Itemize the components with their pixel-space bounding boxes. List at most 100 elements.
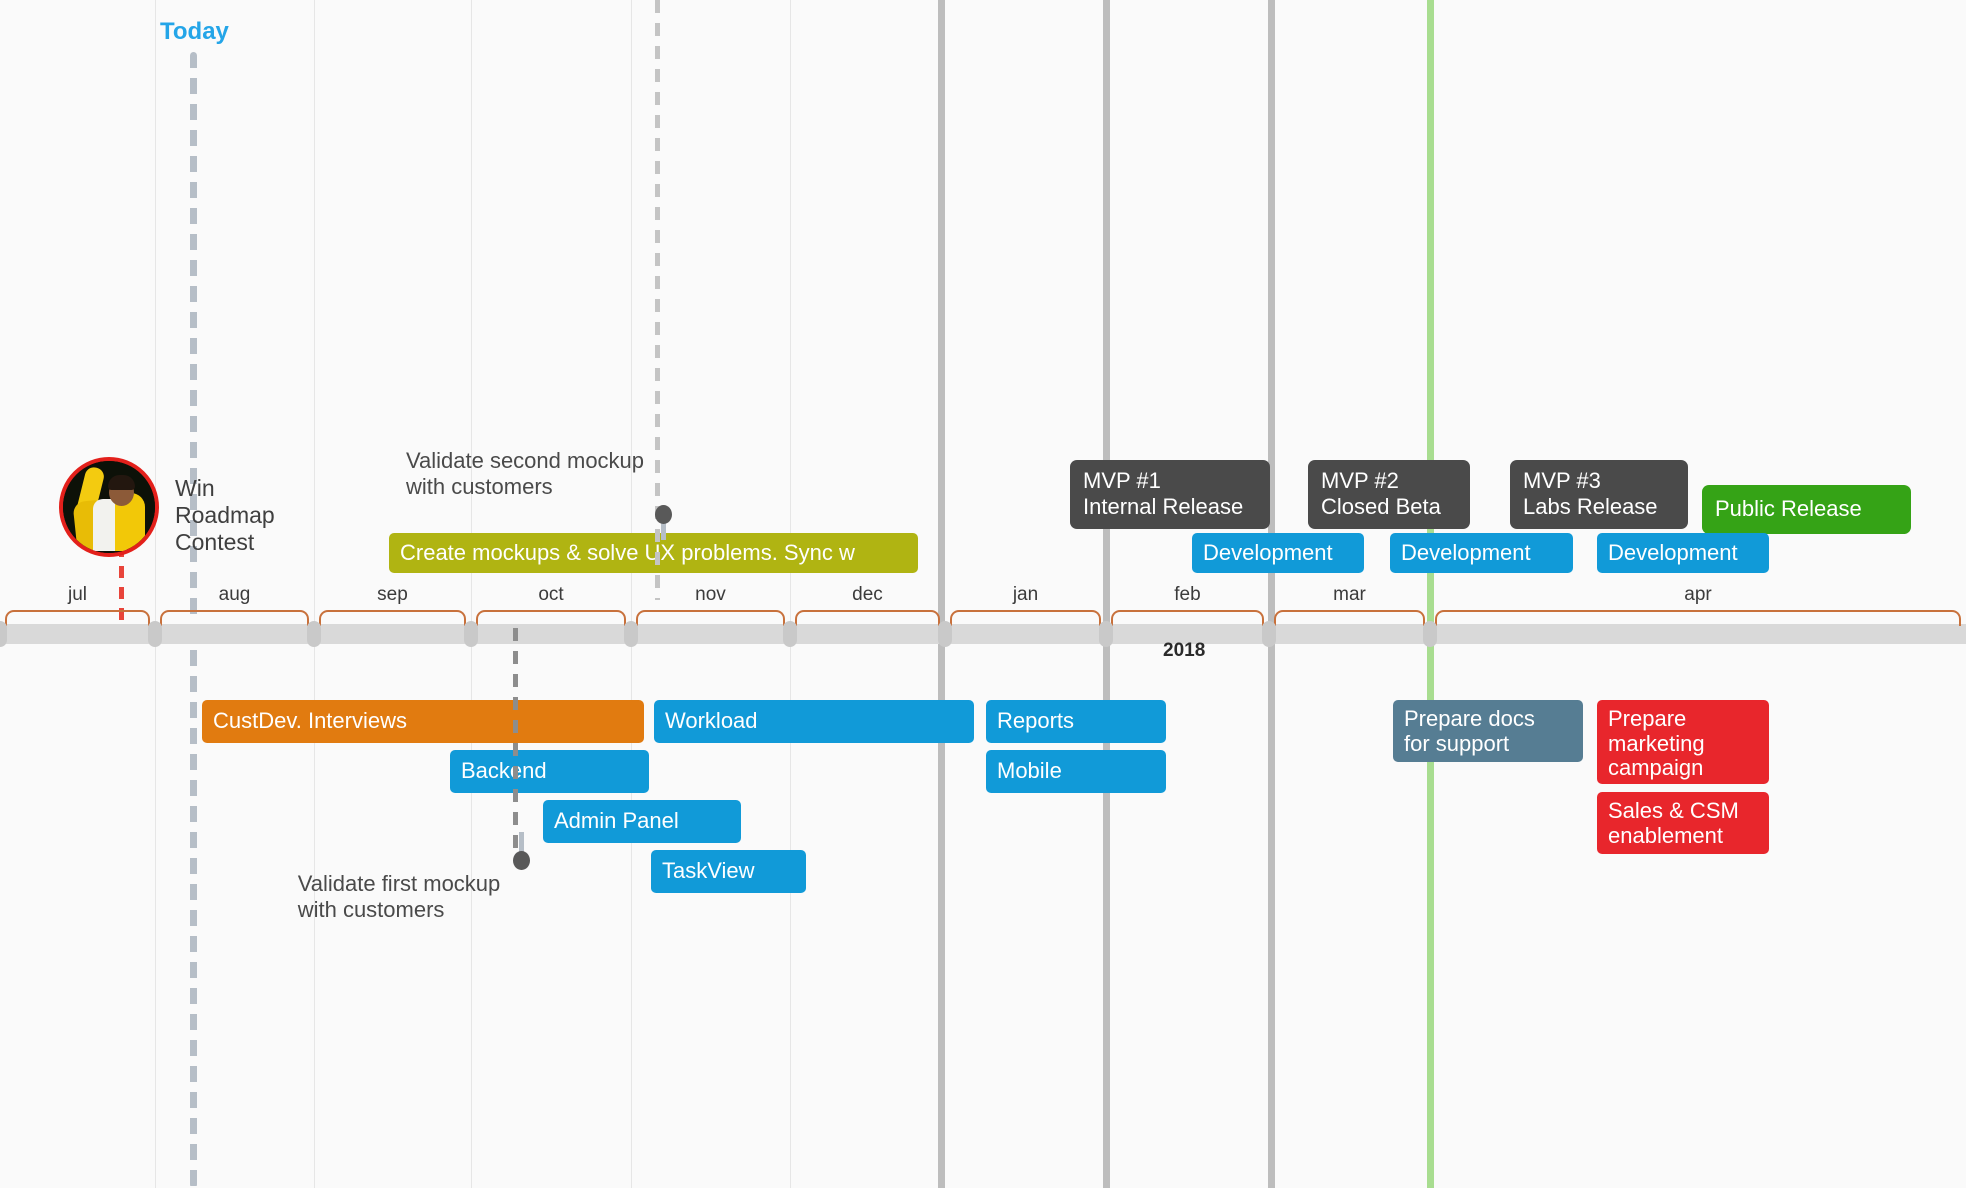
gridline-1 <box>314 0 315 1188</box>
milestone-subtitle: Internal Release <box>1083 493 1244 519</box>
axis-month-bracket <box>1111 610 1264 626</box>
task-bar-docs[interactable]: Prepare docs for support <box>1393 700 1583 762</box>
axis-month-nov[interactable]: nov <box>631 584 790 626</box>
task-bar-label: Development <box>1401 539 1531 565</box>
axis-month-apr[interactable]: apr <box>1430 584 1966 626</box>
axis-month-feb[interactable]: feb <box>1106 584 1269 626</box>
task-bar-mockups[interactable]: Create mockups & solve UX problems. Sync… <box>389 533 918 573</box>
task-bar-label: Workload <box>665 708 758 734</box>
milestone-subtitle: Closed Beta <box>1321 493 1441 519</box>
axis-month-bracket <box>319 610 466 626</box>
task-bar-adminpanel[interactable]: Admin Panel <box>543 800 741 843</box>
gridline-7 <box>1268 0 1275 1188</box>
axis-handle[interactable] <box>624 621 638 647</box>
axis-month-bracket <box>5 610 150 626</box>
axis-month-bracket <box>476 610 626 626</box>
avatar-label: Win Roadmap Contest <box>175 475 275 556</box>
task-bar-label: Backend <box>461 758 547 784</box>
task-bar-backend[interactable]: Backend <box>450 750 649 793</box>
axis-month-bracket <box>1274 610 1425 626</box>
task-bar-label: TaskView <box>662 858 755 884</box>
axis-month-bracket <box>636 610 785 626</box>
avatar-photo <box>63 461 155 553</box>
today-line <box>190 52 197 1188</box>
task-bar-workload[interactable]: Workload <box>654 700 974 743</box>
task-bar-marketing[interactable]: Prepare marketing campaign <box>1597 700 1769 784</box>
axis-handle[interactable] <box>148 621 162 647</box>
task-bar-label: Development <box>1203 539 1333 565</box>
avatar-connector-line <box>119 545 124 625</box>
axis-band <box>0 624 1966 644</box>
release-marker-line <box>1427 0 1434 1188</box>
axis-handle[interactable] <box>307 621 321 647</box>
axis-month-label: dec <box>852 584 883 605</box>
gridline-0 <box>155 0 156 1188</box>
task-bar-custdev[interactable]: CustDev. Interviews <box>202 700 644 743</box>
axis-month-jan[interactable]: jan <box>945 584 1106 626</box>
axis-month-oct[interactable]: oct <box>471 584 631 626</box>
gridline-2 <box>471 0 472 1188</box>
annotation-text-validate-second: Validate second mockup with customers <box>405 448 645 500</box>
annotation-connector-line <box>513 628 518 856</box>
task-bar-label: Admin Panel <box>554 808 679 834</box>
gridline-5 <box>938 0 945 1188</box>
gridline-3 <box>631 0 632 1188</box>
axis-month-label: aug <box>218 584 251 605</box>
task-bar-label: Prepare marketing campaign <box>1608 706 1705 781</box>
axis-month-label: sep <box>377 584 408 605</box>
axis-handle[interactable] <box>1423 621 1437 647</box>
task-bar-dev2[interactable]: Development <box>1390 533 1573 573</box>
axis-month-aug[interactable]: aug <box>155 584 314 626</box>
axis-month-label: apr <box>1684 584 1712 605</box>
milestone-title: MVP #3 <box>1523 468 1601 493</box>
axis-month-label: jan <box>1012 584 1039 605</box>
task-bar-label: Sales & CSM enablement <box>1608 798 1739 848</box>
task-bar-label: Mobile <box>997 758 1062 784</box>
year-label: 2018 <box>1163 640 1206 661</box>
task-bar-sales[interactable]: Sales & CSM enablement <box>1597 792 1769 854</box>
axis-handle[interactable] <box>783 621 797 647</box>
task-bar-taskview[interactable]: TaskView <box>651 850 806 893</box>
axis-month-jul[interactable]: jul <box>0 584 155 626</box>
task-bar-label: Prepare docs for support <box>1404 706 1535 756</box>
axis-handle[interactable] <box>1099 621 1113 647</box>
axis-month-bracket <box>795 610 940 626</box>
axis-handle[interactable] <box>938 621 952 647</box>
axis-handle[interactable] <box>1262 621 1276 647</box>
annotation-text-validate-first: Validate first mockup with customers <box>297 871 501 923</box>
task-bar-reports[interactable]: Reports <box>986 700 1166 743</box>
axis-month-label: mar <box>1333 584 1366 605</box>
task-bar-label: Create mockups & solve UX problems. Sync… <box>400 539 855 565</box>
axis-month-label: feb <box>1174 584 1201 605</box>
avatar[interactable] <box>59 457 159 557</box>
gridline-4 <box>790 0 791 1188</box>
milestone-title: Public Release <box>1715 496 1862 521</box>
axis-handle[interactable] <box>0 621 7 647</box>
axis-month-dec[interactable]: dec <box>790 584 945 626</box>
task-bar-dev3[interactable]: Development <box>1597 533 1769 573</box>
annotation-dot-validate-first[interactable] <box>513 851 530 870</box>
annotation-stem <box>661 522 666 540</box>
task-bar-mobile[interactable]: Mobile <box>986 750 1166 793</box>
annotation-connector-line <box>655 0 660 600</box>
milestone-chip-public[interactable]: Public Release <box>1702 485 1911 534</box>
task-bar-label: CustDev. Interviews <box>213 708 407 734</box>
task-bar-label: Development <box>1608 539 1738 565</box>
axis-month-bracket <box>160 610 309 626</box>
today-label: Today <box>160 18 229 45</box>
task-bar-label: Reports <box>997 708 1075 734</box>
axis-handle[interactable] <box>464 621 478 647</box>
milestone-title: MVP #2 <box>1321 468 1399 493</box>
axis-month-bracket <box>1435 610 1961 626</box>
milestone-subtitle: Labs Release <box>1523 493 1658 519</box>
axis-month-sep[interactable]: sep <box>314 584 471 626</box>
task-bar-dev1[interactable]: Development <box>1192 533 1364 573</box>
axis-month-bracket <box>950 610 1101 626</box>
axis-month-mar[interactable]: mar <box>1269 584 1430 626</box>
annotation-stem <box>519 832 524 852</box>
annotation-dot-validate-second[interactable] <box>655 505 672 524</box>
